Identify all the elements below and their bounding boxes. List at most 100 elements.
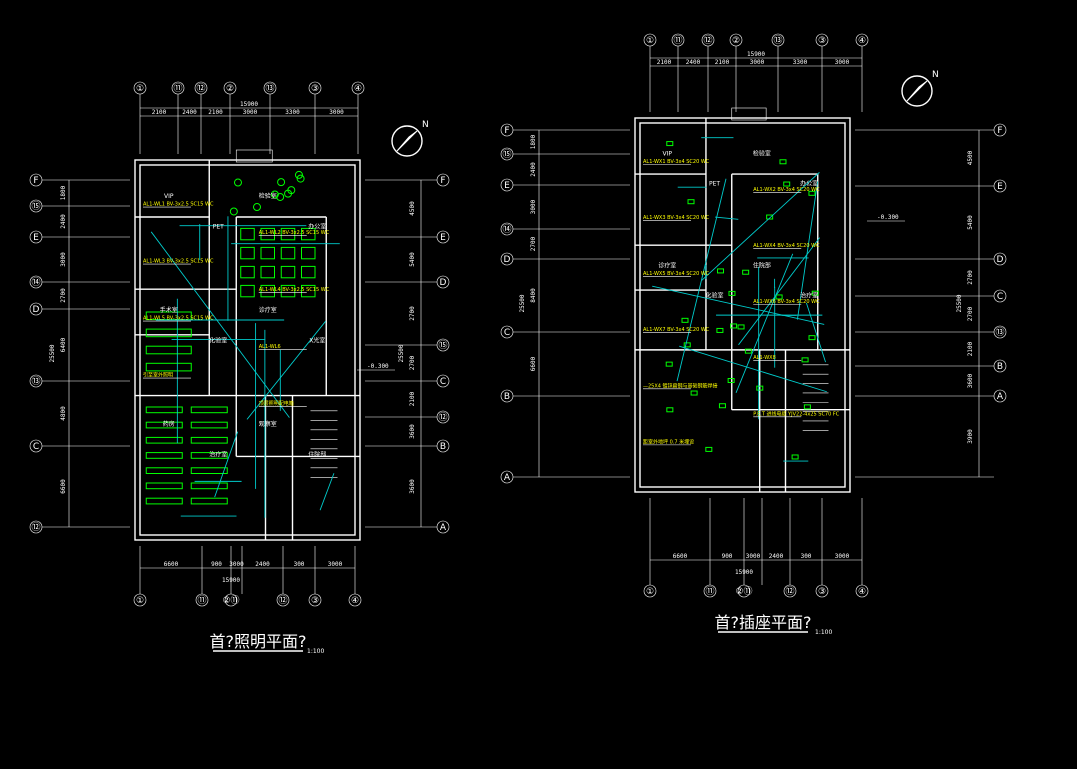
axis-bubble-top-label: ① (136, 84, 144, 94)
dimension-text: 3300 (285, 109, 300, 116)
exterior-wall (134, 159, 361, 541)
fluorescent-light (190, 482, 228, 490)
socket-outlet (808, 190, 816, 196)
dimension-text: 2400 (769, 553, 784, 560)
wiring-line (150, 231, 290, 418)
drawing-scale: 1:100 (815, 629, 832, 636)
axis-bubble-top-label: ② (226, 84, 234, 94)
dimension-total: 25500 (956, 294, 963, 312)
axis-bubble-left-label: D (504, 255, 511, 265)
wiring-line (805, 302, 826, 363)
axis-bubble-left-label: E (33, 233, 39, 243)
ceiling-light (294, 170, 303, 179)
socket-outlet (727, 378, 735, 384)
circuit-note: AL1-WL5 BV-3x2.5 SC15 WC (143, 316, 214, 322)
dimension-text: 5400 (409, 252, 416, 267)
room-label: 检验室 (259, 192, 277, 200)
room-label: 住院部 (308, 450, 326, 458)
socket-outlet (756, 385, 764, 391)
fluorescent-light (260, 227, 275, 241)
dimension-text: 2100 (152, 109, 167, 116)
axis-bubble-right-label: A (997, 392, 1004, 402)
axis-bubble-bottom (855, 584, 869, 598)
socket-outlet (766, 214, 774, 220)
wiring-line (214, 431, 239, 498)
axis-bubble-bottom (276, 593, 290, 607)
axis-bubble-bottom-label: ③ (311, 596, 319, 606)
socket-outlet (718, 403, 726, 409)
circuit-note: AL1-WL6 (259, 344, 281, 350)
dimension-text: 2100 (208, 109, 223, 116)
drawing-title: 首?照明平面? (210, 632, 307, 651)
axis-bubble-top-label: ⑫ (703, 35, 712, 46)
fluorescent-light (190, 467, 228, 474)
socket-outlet (681, 317, 689, 323)
room-label: 治疗室 (209, 450, 227, 458)
dimension-text: 2700 (409, 355, 416, 370)
room-label: 化验室 (706, 292, 724, 300)
north-arrow-needle (396, 130, 418, 152)
fluorescent-light (145, 362, 192, 372)
socket-outlet (716, 327, 724, 333)
axis-bubble-bottom-label: ⑪ (705, 586, 714, 597)
exterior-wall (634, 117, 851, 493)
fluorescent-light (260, 246, 275, 260)
axis-bubble-bottom (195, 593, 209, 607)
dimension-total: 15900 (735, 569, 753, 576)
axis-bubble-bottom (703, 584, 717, 598)
dimension-text: 3600 (967, 373, 974, 388)
axis-bubble-right-label: C (997, 292, 1003, 302)
axis-bubble-bottom (643, 584, 657, 598)
axis-bubble-top-label: ⑫ (196, 83, 205, 94)
dimension-text: 3000 (229, 561, 244, 568)
dimension-text: 6600 (60, 479, 67, 494)
fluorescent-light (280, 265, 296, 279)
dimension-total: 15900 (222, 577, 240, 584)
fluorescent-light (301, 227, 316, 241)
fluorescent-light (240, 284, 255, 298)
dimension-text: 300 (801, 553, 812, 560)
dimension-total: 15900 (747, 51, 765, 58)
dimension-total: 25500 (49, 344, 56, 362)
socket-outlet (737, 324, 745, 330)
dimension-text: 3900 (967, 429, 974, 444)
room-label: 观察室 (259, 420, 277, 428)
dimension-text: 900 (722, 553, 733, 560)
axis-bubble-right-label: D (997, 255, 1004, 265)
axis-bubble-bottom (348, 593, 362, 607)
circuit-note: AL1-WX3 BV-3x4 SC20 WC (643, 215, 710, 221)
drawing-title: 首?插座平面? (715, 613, 812, 632)
dimension-text: 6600 (530, 356, 537, 371)
circuit-note: —25X4 镀锌扁钢与基础钢筋焊接 (643, 382, 718, 389)
fluorescent-light (145, 452, 183, 459)
wiring-line (701, 172, 820, 281)
ceiling-light (252, 203, 261, 212)
axis-bubble-top-label: ③ (311, 84, 319, 94)
wiring-line (652, 285, 825, 325)
dimension-text: 6600 (673, 553, 688, 560)
fluorescent-light (190, 497, 228, 505)
circuit-note: AL1-WX2 BV-3x4 SC20 WC (753, 187, 820, 193)
dimension-text: 2700 (530, 236, 537, 251)
fluorescent-light (145, 436, 183, 444)
fluorescent-light (301, 246, 316, 260)
axis-bubble-right-label: A (440, 523, 447, 533)
entry-canopy (235, 149, 273, 163)
circuit-note: AL1-WX5 BV-3x4 SC20 WC (643, 271, 710, 277)
axis-bubble-bottom-label: ②⑪ (735, 586, 752, 597)
dimension-text: 3000 (329, 109, 344, 116)
fluorescent-light (190, 436, 228, 444)
fluorescent-light (260, 265, 275, 279)
axis-bubble-left-label: D (33, 305, 40, 315)
room-label: 办公室 (800, 179, 818, 187)
room-label: 检验室 (753, 149, 771, 157)
axis-bubble-left-label: F (33, 176, 38, 186)
dimension-text: 2400 (60, 214, 67, 229)
wiring-line (246, 320, 327, 420)
north-arrow-needle (906, 80, 928, 102)
axis-bubble-right-label: C (440, 377, 446, 387)
room-label: 诊疗室 (259, 306, 277, 314)
fluorescent-light (190, 452, 228, 459)
